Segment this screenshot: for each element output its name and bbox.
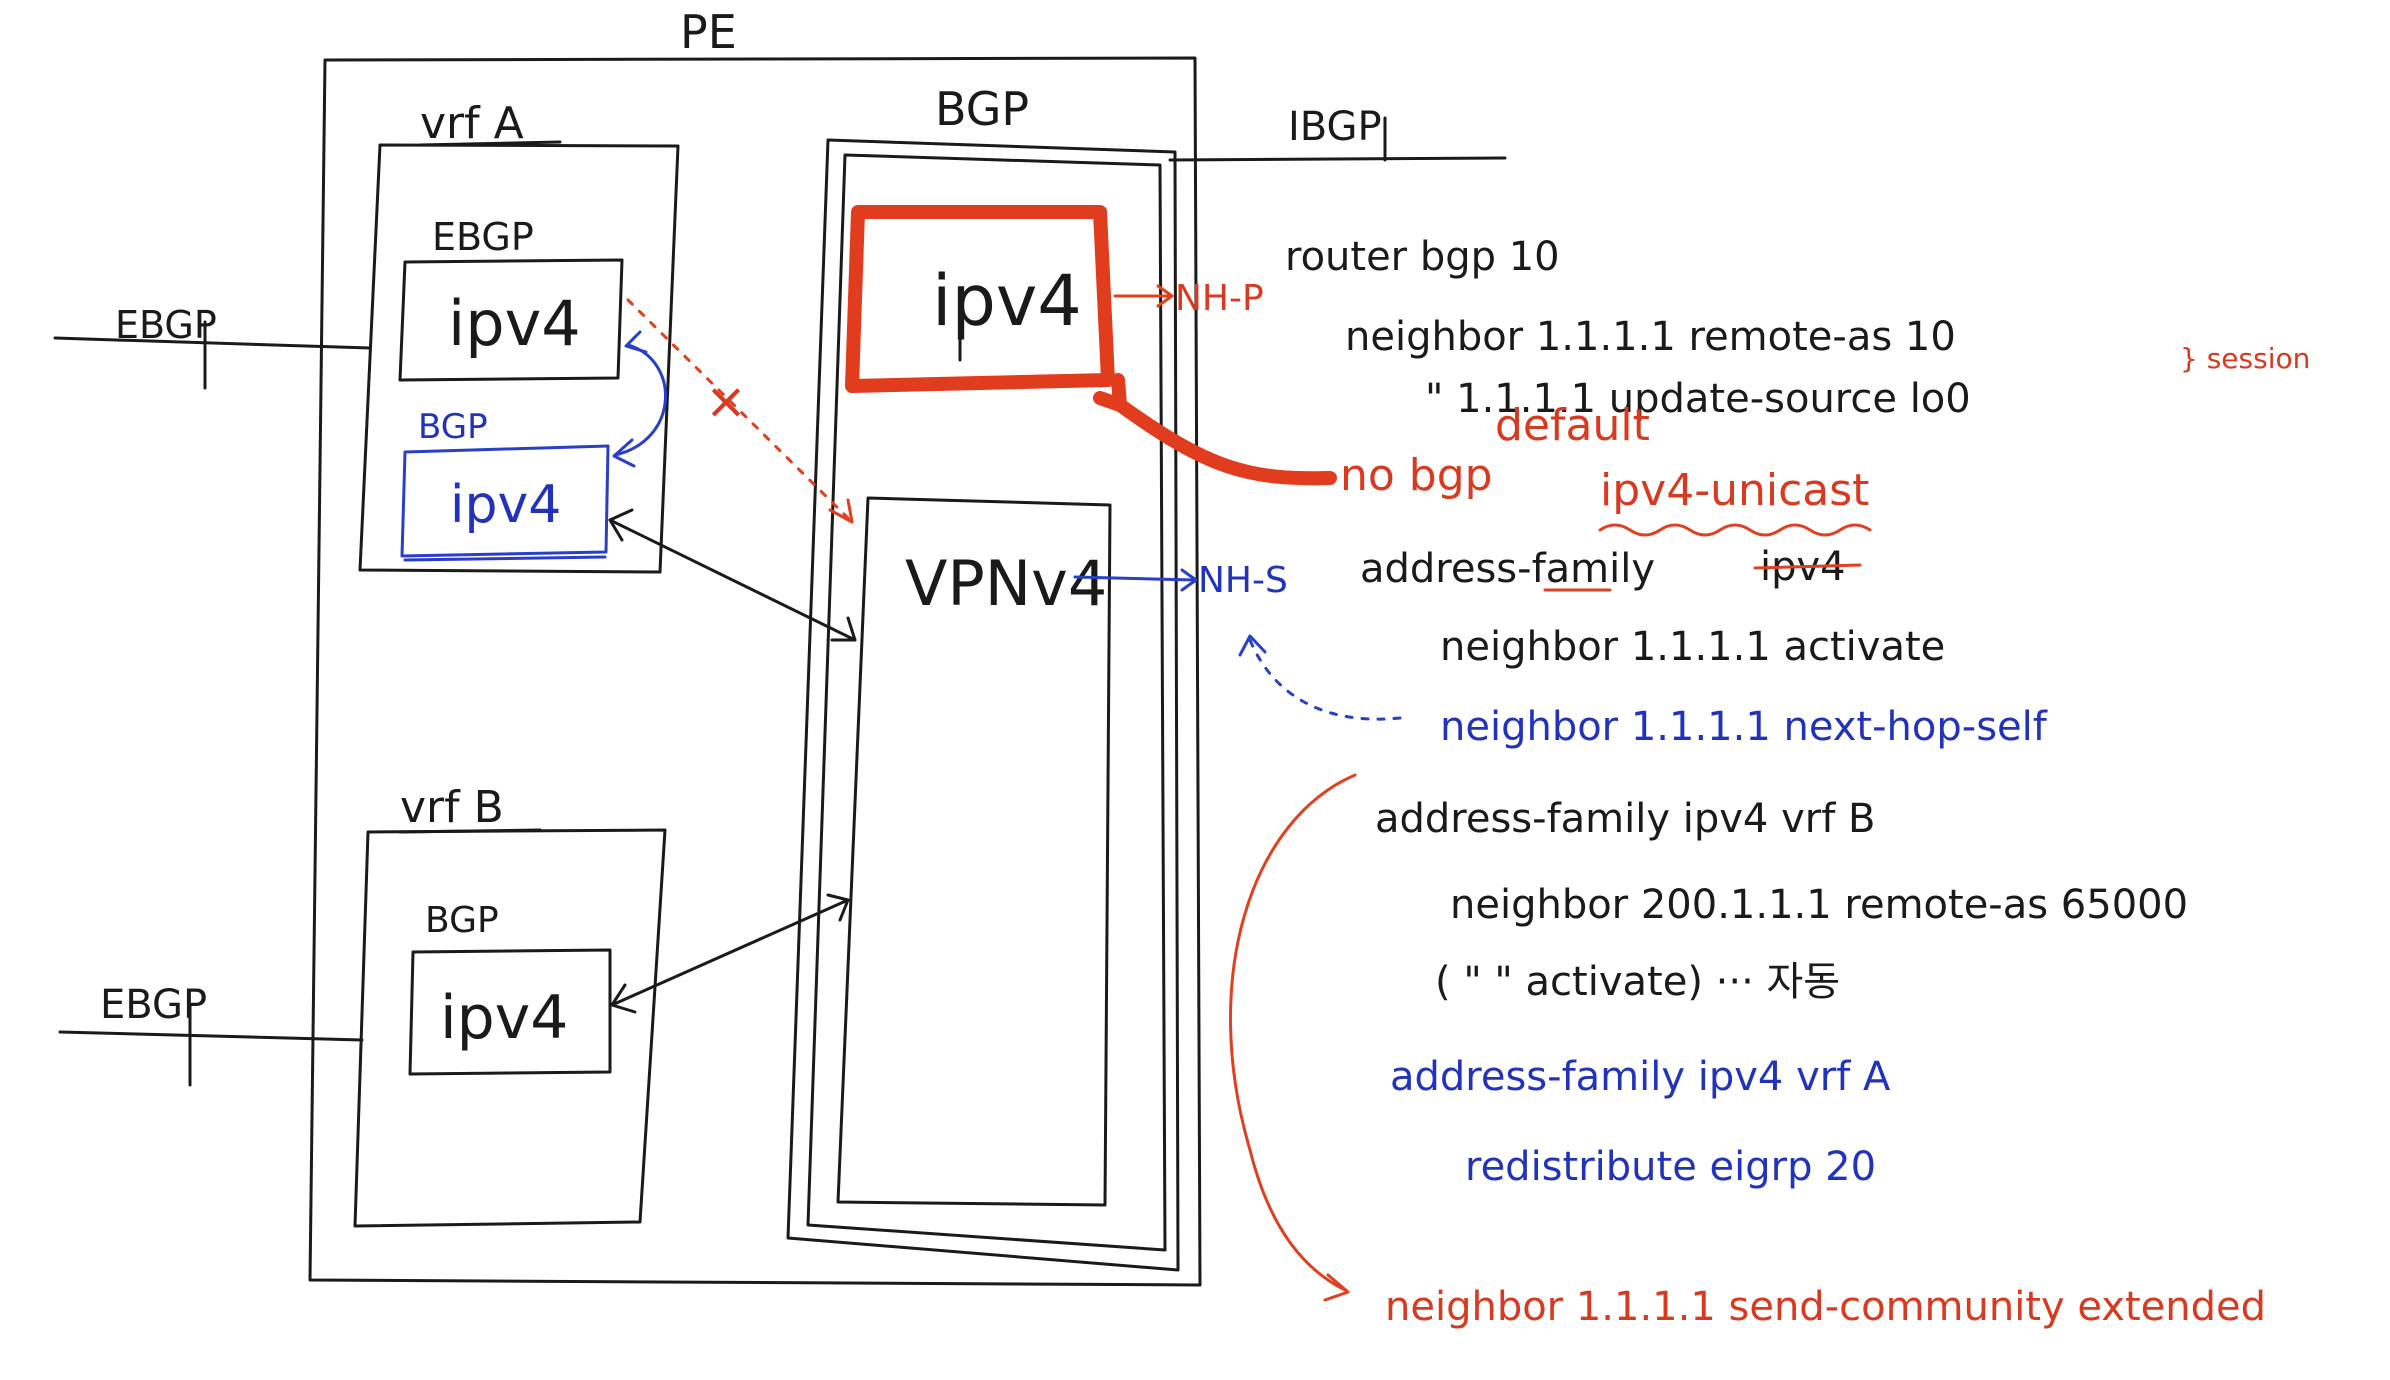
vrf-a-bgp-box-label: BGP	[418, 407, 488, 447]
bgp-ipv4-highlight-box[interactable]	[845, 205, 1115, 393]
ibgp-label: IBGP	[1288, 104, 1382, 150]
config-line-remote-as: neighbor 1.1.1.1 remote-as 10	[1345, 314, 1956, 360]
vrfa-vpnv4-arrowhead-right	[830, 616, 857, 642]
ebgp-bottom-label: EBGP	[100, 982, 207, 1028]
next-hop-self-dotted-arrowhead	[1238, 634, 1267, 657]
vpnv4-nhs-arrowhead	[1180, 568, 1198, 592]
vrf-a-bgp-underline	[403, 555, 607, 562]
vrf-b-label-underline	[398, 828, 542, 834]
send-community-curve-arrow	[1228, 773, 1357, 1292]
bgp-outer-box	[786, 138, 1180, 1272]
config-red-no-bgp: no bgp	[1340, 450, 1493, 501]
config-line-redistribute: redistribute eigrp 20	[1465, 1144, 1876, 1190]
config-line-next-hop-self: neighbor 1.1.1.1 next-hop-self	[1440, 704, 2048, 750]
bgp-vpnv4-label: VPNv4	[905, 547, 1107, 620]
vrfb-vpnv4-arrowhead-right	[826, 893, 850, 922]
ebgp-top-label: EBGP	[115, 303, 217, 347]
bgp-ipv4-label: ipv4	[932, 260, 1082, 342]
bgp-inner-box	[806, 153, 1167, 1252]
config-line-send-community: neighbor 1.1.1.1 send-community extended	[1385, 1284, 2266, 1330]
vrfa-vpnv4-arrowhead-left	[608, 508, 634, 542]
vrf-b-bgp-ipv4-label: ipv4	[440, 983, 568, 1053]
vrf-a-label-underline	[418, 140, 562, 147]
vrf-a-bgp-ipv4-label: ipv4	[450, 475, 561, 535]
config-line-activate: neighbor 1.1.1.1 activate	[1440, 624, 1945, 670]
config-line-activate-auto: ( " " activate) ··· 자동	[1435, 959, 1840, 1005]
next-hop-self-dotted-arrow	[1248, 638, 1402, 721]
vrf-a-redistribute-arrowhead-top	[624, 330, 648, 354]
config-line-af-vrf-b: address-family ipv4 vrf B	[1375, 796, 1875, 842]
vpnv4-nhs-label: NH-S	[1198, 560, 1288, 601]
config-line-router-bgp: router bgp 10	[1285, 234, 1560, 280]
send-community-curve-arrowhead	[1323, 1273, 1350, 1302]
config-line-af-vrf-a: address-family ipv4 vrf A	[1390, 1054, 1891, 1100]
config-line-neighbor-200: neighbor 200.1.1.1 remote-as 65000	[1450, 882, 2188, 928]
vrfb-vpnv4-arrow	[610, 898, 850, 1007]
vrfa-vpnv4-arrow	[608, 518, 857, 642]
session-note: } session	[2180, 342, 2310, 375]
ipv4-nhp-arrowhead	[1156, 284, 1174, 308]
vrfb-vpnv4-arrowhead-left	[610, 983, 637, 1014]
config-struck-ipv4-strike	[1753, 563, 1862, 570]
vrf-b-bgp-box-label: BGP	[425, 900, 499, 941]
vpnv4-nhs-arrow	[1073, 575, 1197, 582]
config-red-wavy-underline	[1598, 523, 1872, 537]
vrf-a-ebgp-box-label: EBGP	[432, 215, 534, 259]
bgp-vpnv4-box	[836, 496, 1112, 1207]
pe-outer-box	[308, 56, 1202, 1287]
vrf-a-label: vrf A	[420, 98, 524, 149]
vrf-b-bgp-ipv4-box	[408, 948, 612, 1076]
vrf-a-ebgp-ipv4-box	[398, 258, 624, 382]
vrf-b-label: vrf B	[400, 782, 504, 833]
ipv4-nhp-label: NH-P	[1175, 278, 1264, 319]
vrf-a-ebgp-ipv4-label: ipv4	[448, 287, 581, 360]
config-red-default: default	[1495, 400, 1650, 451]
config-line-address-family: address-family	[1360, 546, 1655, 592]
vrf-a-bgp-ipv4-box	[400, 444, 610, 558]
blocked-dotted-arrow	[626, 298, 852, 522]
vrf-a-redistribute-arrow	[613, 343, 668, 457]
blocked-mark: ×	[705, 372, 747, 430]
config-red-ipv4-unicast: ipv4-unicast	[1600, 465, 1869, 516]
vrf-a-box	[358, 143, 680, 574]
vrf-b-box	[353, 828, 667, 1228]
no-bgp-arrow	[1113, 398, 1337, 486]
bgp-label: BGP	[935, 82, 1029, 136]
blocked-dotted-arrowhead	[828, 498, 854, 524]
ebgp-bottom-link	[58, 1030, 364, 1042]
pe-label: PE	[680, 5, 737, 59]
vrf-a-redistribute-arrowhead-bottom	[612, 438, 636, 468]
ebgp-top-link	[53, 336, 372, 350]
ibgp-link	[1168, 156, 1507, 162]
config-line-update-source: " 1.1.1.1 update-source lo0	[1425, 376, 1971, 422]
no-bgp-arrowhead	[1093, 373, 1127, 412]
